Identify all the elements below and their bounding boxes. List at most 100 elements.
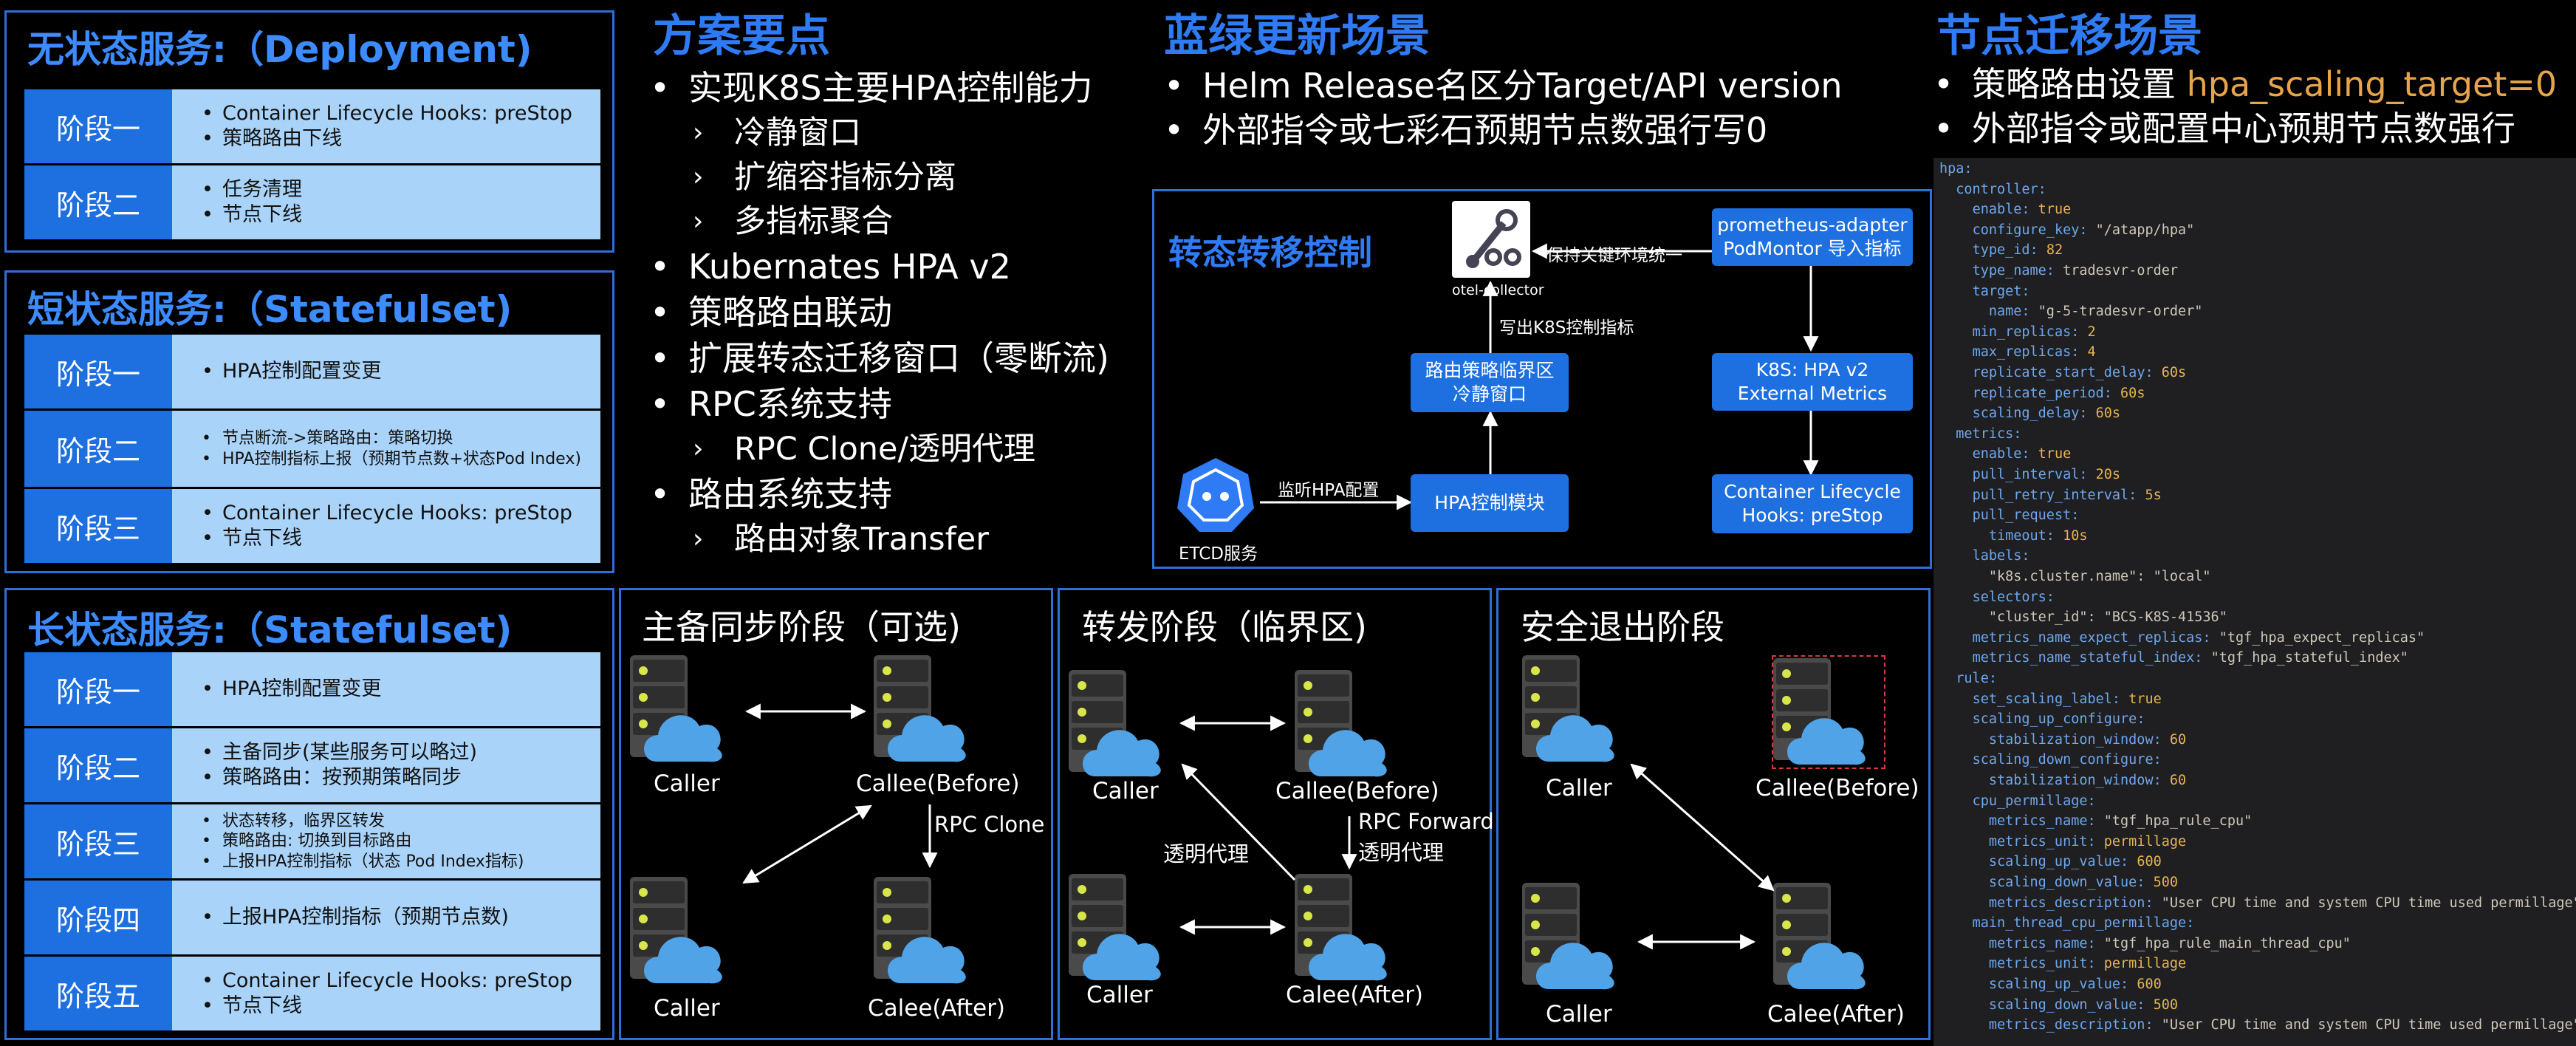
otel-collector-icon [1452,201,1530,278]
code-token: metrics_description: [1988,895,2162,911]
code-token: scaling_down_value: [1988,997,2154,1013]
code-line: name: "g-5-tradesvr-order" [1939,304,2203,320]
code-token: 20s [2095,467,2121,482]
solution-item: RPC系统支持 [647,381,1109,427]
code-token: type_name: [1972,263,2063,278]
code-token: labels: [1972,548,2030,564]
code-token: "cluster_id": "BCS-K8S-41536" [1988,609,2227,626]
code-token: type_id: [1972,242,2046,259]
code-line: metrics_description: "User CPU time and … [1939,1017,2576,1033]
code-token: metrics_unit: [1988,833,2104,850]
box-line: prometheus-adapter [1717,213,1908,236]
code-line: replicate_start_delay: 60s [1939,365,2187,380]
short-state-service-title: 短状态服务:（Statefulset) [27,288,513,331]
route-window-box: 路由策略临界区 冷静窗口 [1411,353,1569,412]
stage-item: HPA控制指标上报（预期节点数+状态Pod Index) [202,449,600,470]
short-state-stage-2: 阶段二 节点断流->策略路由：策略切换 HPA控制指标上报（预期节点数+状态Po… [24,411,600,487]
long-state-stage-1: 阶段一 HPA控制配置变更 [24,652,600,726]
stage-item: 状态转移，临界区转发 [202,811,600,832]
code-line: metrics_name_stateful_index: "tgf_hpa_st… [1939,650,2408,666]
sync-arrows [742,703,938,884]
keep-env-label: 保持关键环境统一 [1546,246,1682,265]
stage-item: 策略路由下线 [202,126,600,151]
code-token: "tgf_hpa_expect_replicas" [2219,629,2425,646]
code-token: scaling_up_value: [1988,977,2137,992]
code-line: pull_request: [1939,507,2080,523]
stage-label: 阶段一 [24,652,172,726]
transfer-control-panel [1152,189,1932,569]
code-token: rule: [1956,671,1997,686]
code-token: stabilization_window: [1988,773,2170,788]
code-line: cpu_permillage: [1939,793,2096,809]
etcd-icon [1176,455,1256,533]
stage-label: 阶段五 [24,957,172,1030]
code-token: replicate_period: [1972,385,2121,401]
stage-item: 上报HPA控制指标（预期节点数) [202,905,600,930]
code-token: "g-5-tradesvr-order" [2038,304,2203,320]
hpa-config-code-panel[interactable]: hpa: controller: enable: true configure_… [1933,158,2576,1046]
sync-caller-2-label: Caller [654,995,720,1022]
code-line: stabilization_window: 60 [1939,773,2186,788]
code-line: scaling_up_configure: [1939,711,2145,727]
stage-content: 任务清理 节点下线 [172,165,600,239]
stage-label: 阶段一 [24,89,172,163]
sync-calee-after-label: Calee(After) [868,995,1006,1022]
code-token: hpa: [1939,161,1973,177]
code-line: metrics_name: "tgf_hpa_rule_cpu" [1939,813,2252,829]
box-line: External Metrics [1737,383,1888,404]
stage-item: Container Lifecycle Hooks: preStop [202,501,600,526]
code-line: scaling_up_value: 600 [1939,977,2162,992]
code-line: max_replicas: 4 [1939,344,2096,360]
code-token: replicate_start_delay: [1972,365,2162,380]
etcd-label: ETCD服务 [1179,544,1258,564]
code-line: main_thread_cpu_permillage: [1939,915,2195,931]
blue-green-list: Helm Release名区分Target/API version 外部指令或七… [1161,64,1843,152]
exit-arrows [1630,763,1775,950]
k8s-hpa-box: K8S: HPA v2 External Metrics [1712,353,1913,411]
code-token: scaling_up_value: [1988,854,2137,870]
write-metrics-label: 写出K8S控制指标 [1499,318,1634,338]
forward-stage-title: 转发阶段（临界区) [1082,607,1367,647]
code-token: pull_retry_interval: [1972,487,2145,503]
code-token: target: [1972,283,2030,299]
box-line: K8S: HPA v2 [1755,358,1869,380]
code-token: "User CPU time and system CPU time used … [2161,1017,2576,1033]
code-line: "k8s.cluster.name": "local" [1939,569,2211,584]
code-line: scaling_down_value: 500 [1939,875,2178,890]
code-line: metrics_unit: permillage [1939,956,2186,971]
forward-rpc-forward-proxy-label: 透明代理 [1358,840,1445,865]
solution-item: 实现K8S主要HPA控制能力 [647,65,1109,111]
code-line: replicate_period: 60s [1939,386,2145,401]
stage-label: 阶段一 [24,335,172,409]
stage-content: 节点断流->策略路由：策略切换 HPA控制指标上报（预期节点数+状态Pod In… [172,411,600,487]
stage-label: 阶段四 [24,881,172,954]
node-migration-heading: 节点迁移场景 [1936,10,2202,62]
exit-caller-1-label: Caller [1546,775,1612,801]
long-state-stage-2: 阶段二 主备同步(某些服务可以略过) 策略路由：按预期策略同步 [24,728,600,802]
code-token: 60 [2169,731,2187,748]
code-line: enable: true [1939,202,2072,218]
code-token: max_replicas: [1972,344,2088,360]
exit-caller-2-label: Caller [1546,1001,1612,1028]
code-token: set_scaling_label: [1972,691,2129,707]
stage-label: 阶段三 [24,489,172,563]
code-token: 500 [2153,875,2179,890]
code-line: selectors: [1939,589,2055,605]
code-token: true [2038,202,2072,218]
code-token: metrics_unit: [1988,956,2104,972]
code-token: scaling_down_configure: [1972,752,2162,768]
stage-item: Container Lifecycle Hooks: preStop [202,101,600,126]
code-token: 4 [2087,344,2096,360]
code-line: timeout: 10s [1939,528,2088,544]
stateless-stage-1: 阶段一 Container Lifecycle Hooks: preStop 策… [24,89,600,163]
code-token: 60s [2095,406,2121,422]
stage-item: 节点下线 [202,202,600,228]
long-state-stage-4: 阶段四 上报HPA控制指标（预期节点数) [24,881,600,954]
sync-stage-panel: 主备同步阶段（可选) Caller Callee(Before) RPC Clo… [619,588,1053,1040]
solution-item: 路由系统支持 [647,471,1109,517]
code-line: scaling_down_value: 500 [1939,997,2178,1013]
exit-calee-after-label: Calee(After) [1767,1001,1905,1028]
code-line: metrics_description: "User CPU time and … [1939,895,2576,911]
long-state-stage-5: 阶段五 Container Lifecycle Hooks: preStop 节… [24,957,600,1030]
